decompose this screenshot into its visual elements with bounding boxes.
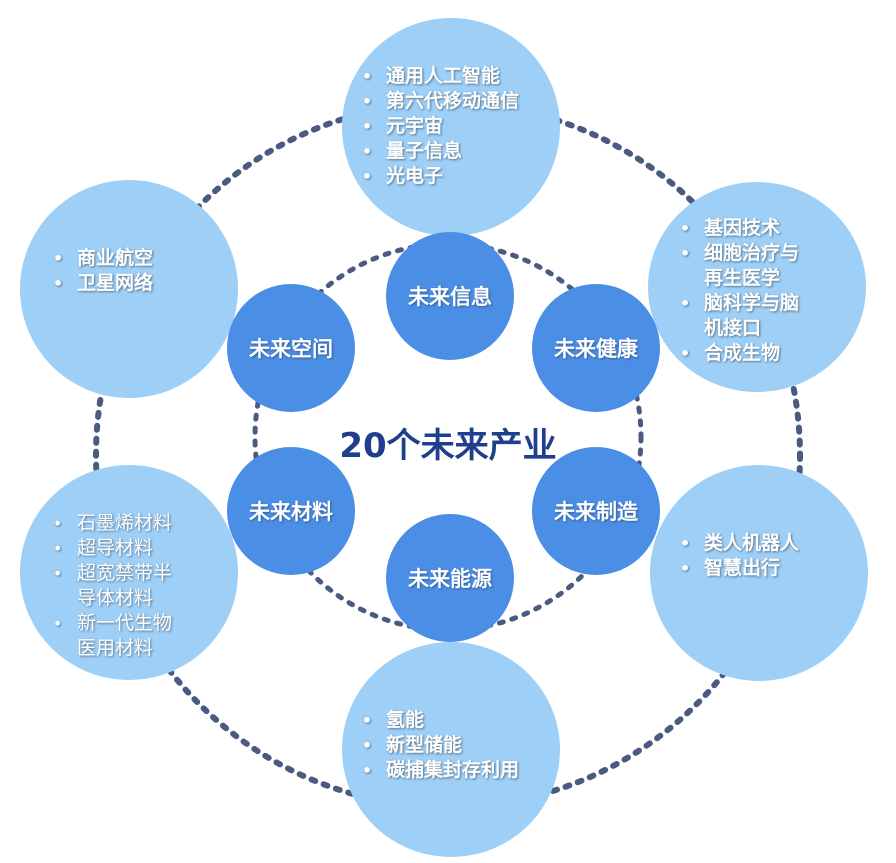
- list-item: 氢能: [360, 708, 519, 733]
- list-item: 第六代移动通信: [360, 89, 519, 114]
- inner-node-future-information: 未来信息: [386, 232, 514, 360]
- list-item: 通用人工智能: [360, 64, 519, 89]
- list-item: 超宽禁带半: [51, 561, 172, 586]
- list-upper-right: 基因技术 细胞治疗与 再生医学 脑科学与脑 机接口 合成生物: [678, 216, 799, 366]
- list-top: 通用人工智能 第六代移动通信 元宇宙 量子信息 光电子: [360, 64, 519, 189]
- inner-node-future-materials: 未来材料: [227, 447, 355, 575]
- inner-node-future-space: 未来空间: [227, 284, 355, 412]
- list-item: 超导材料: [51, 536, 172, 561]
- inner-node-future-energy: 未来能源: [386, 514, 514, 642]
- list-item-continued: 医用材料: [77, 637, 154, 659]
- inner-node-future-manufacturing: 未来制造: [532, 447, 660, 575]
- list-bottom: 氢能 新型储能 碳捕集封存利用: [360, 708, 519, 783]
- list-item: 元宇宙: [360, 114, 519, 139]
- list-lower-right: 类人机器人 智慧出行: [678, 531, 799, 581]
- list-item-continued: 再生医学: [704, 267, 781, 289]
- list-item: 石墨烯材料: [51, 511, 172, 536]
- list-item: 智慧出行: [678, 556, 799, 581]
- list-item: 卫星网络: [51, 271, 153, 296]
- list-item-continued: 机接口: [704, 317, 762, 339]
- list-lower-left: 石墨烯材料 超导材料 超宽禁带半 导体材料 新一代生物 医用材料: [51, 511, 172, 661]
- list-item: 商业航空: [51, 246, 153, 271]
- diagram-title: 20个未来产业: [339, 426, 557, 466]
- list-item: 细胞治疗与: [678, 241, 799, 266]
- list-item: 新一代生物: [51, 611, 172, 636]
- list-upper-left: 商业航空 卫星网络: [51, 246, 153, 296]
- list-item: 脑科学与脑: [678, 291, 799, 316]
- list-item: 基因技术: [678, 216, 799, 241]
- list-item-continued: 导体材料: [77, 587, 154, 609]
- list-item: 合成生物: [678, 341, 799, 366]
- list-item: 类人机器人: [678, 531, 799, 556]
- inner-node-future-health: 未来健康: [532, 284, 660, 412]
- list-item: 碳捕集封存利用: [360, 758, 519, 783]
- list-item: 新型储能: [360, 733, 519, 758]
- list-item: 光电子: [360, 164, 519, 189]
- list-item: 量子信息: [360, 139, 519, 164]
